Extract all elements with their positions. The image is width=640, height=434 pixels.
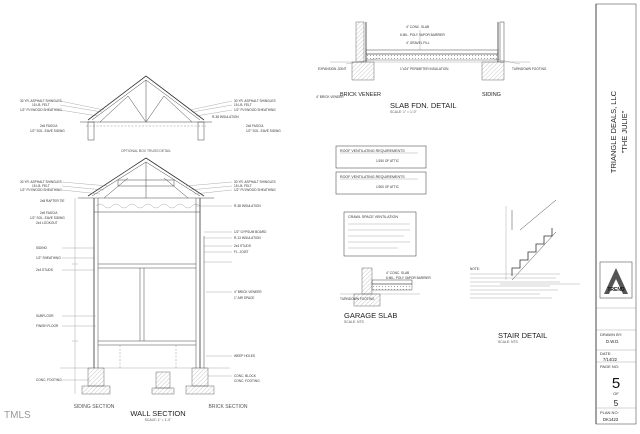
- stair-detail: NOTE: STAIR DETAIL SCALE: NTS: [470, 199, 580, 344]
- garage-slab-scale: SCALE: NTS: [344, 320, 365, 324]
- date-value: 7/14/22: [603, 357, 618, 362]
- logo: TREND: [599, 261, 633, 299]
- label-right-2: 1/2" PLYWOOD SHEATHING: [234, 108, 276, 112]
- project-name: "THE JULIE": [620, 110, 629, 153]
- garage-label-1: 6 MIL. POLY VAPOR BARRIER: [386, 276, 432, 280]
- ws-left-6: 2x8 RAFTER TIE: [40, 199, 65, 203]
- siding-section-title: SIDING SECTION: [74, 404, 115, 410]
- ws-right-9: FL. JOIST: [234, 250, 249, 254]
- siding-title: SIDING: [482, 92, 501, 98]
- wall-section-drawing: 30 YR. ASPHALT SHINGLES 15 LB. FELT 1/2"…: [20, 157, 276, 422]
- label-left-4: 1/2" SOL. EAVE SIDING: [30, 129, 65, 133]
- ws-right-1: 15 LB. FELT: [234, 184, 252, 188]
- label-left-3: 2x6 FASCIA: [40, 124, 58, 128]
- wall-section-title: WALL SECTION: [130, 409, 185, 418]
- ws-right-13: CONC. BLOCK: [234, 374, 257, 378]
- garage-label-0: 4" CONC. SLAB: [386, 271, 409, 275]
- page-no-label: PAGE NO:: [600, 364, 619, 369]
- label-left-0: 30 YR. ASPHALT SHINGLES: [20, 99, 62, 103]
- slab-label-5: TURNDOWN FOOTING: [512, 67, 547, 71]
- ws-right-12: WEEP HOLES: [234, 354, 255, 358]
- wall-section-scale: SCALE: 1" = 1'-0": [145, 418, 173, 422]
- brick-section-title: BRICK SECTION: [209, 404, 248, 410]
- roof-vent-1-formula: 1/150 OF ATTIC: [376, 159, 400, 163]
- slab-label-4: 1"x24" PERIMETER INSULATION: [400, 67, 449, 71]
- garage-slab-detail: 4" CONC. SLAB 6 MIL. POLY VAPOR BARRIER …: [340, 267, 432, 324]
- label-right-5: 1/2" SOL. EAVE SIDING: [246, 129, 281, 133]
- plan-no-label: PLAN NO:: [600, 410, 619, 415]
- ws-right-8: 2x4 STUDS: [234, 244, 251, 248]
- ws-left-4: 1/2" SOL. EAVE SIDING: [30, 216, 65, 220]
- vent-requirements: ROOF VENTILATING REQUIREMENTS 1/150 OF A…: [335, 145, 427, 257]
- crawl-space-title: CRAWL SPACE VENTILATION: [348, 215, 398, 219]
- label-right-3: R-38 INSULATION: [212, 115, 239, 119]
- ws-left-5: 2x4 LOOKOUT: [36, 221, 58, 225]
- ws-right-3: R-38 INSULATION: [234, 204, 261, 208]
- ws-left-2: 1/2" PLYWOOD SHEATHING: [20, 188, 62, 192]
- logo-text: TREND: [607, 287, 625, 293]
- label-right-1: 15 LB. FELT: [234, 103, 252, 107]
- optional-truss-title: OPTIONAL BOX TRUSS DETAIL: [121, 149, 171, 153]
- label-left-2: 1/2" PLYWOOD SHEATHING: [20, 108, 62, 112]
- label-right-4: 2x6 FASCIA: [246, 124, 264, 128]
- ws-left-9: 1/2" SHEATHING: [36, 256, 61, 260]
- stair-detail-scale: SCALE: NTS: [498, 340, 519, 344]
- roof-vent-1-title: ROOF VENTILATING REQUIREMENTS: [340, 149, 405, 153]
- ws-left-3: 2x6 FASCIA: [40, 211, 58, 215]
- title-block: TRIANGLE DEALS, LLC "THE JULIE" TREND DR…: [595, 3, 637, 425]
- garage-label-5: TURNDOWN FOOTING: [340, 297, 375, 301]
- ws-left-14: CONC. FOOTING: [36, 378, 62, 382]
- drawn-by-value: D.W.D.: [606, 339, 619, 344]
- notes-title: NOTE:: [470, 267, 480, 271]
- ws-left-0: 30 YR. ASPHALT SHINGLES: [20, 180, 62, 184]
- slab-label-2: 4" GRAVEL FILL: [406, 41, 430, 45]
- slab-label-0: 4" CONC. SLAB: [406, 25, 429, 29]
- watermark-text: TMLS: [4, 410, 31, 421]
- ws-left-10: 2x4 STUDS: [36, 268, 53, 272]
- plan-no-value: DK1423: [603, 417, 619, 422]
- slab-label-1: 6 MIL. POLY VAPOR BARRIER: [400, 33, 446, 37]
- ws-right-6: 1/2" GYPSUM BOARD: [234, 230, 267, 234]
- date-label: DATE:: [600, 351, 611, 356]
- page-total: 5: [614, 399, 619, 408]
- optional-truss-detail: OPTIONAL BOX TRUSS DETAIL 30 YR. ASPHALT…: [20, 75, 281, 153]
- ws-right-0: 30 YR. ASPHALT SHINGLES: [234, 180, 276, 184]
- slab-fdn-scale: SCALE: 1" = 1'-0": [390, 110, 418, 114]
- firm-name: TRIANGLE DEALS, LLC: [609, 90, 618, 173]
- ws-left-8: SIDING: [36, 246, 48, 250]
- ws-left-12: FINISH FLOOR: [36, 324, 59, 328]
- garage-slab-title: GARAGE SLAB: [344, 311, 397, 320]
- ws-left-1: 15 LB. FELT: [32, 184, 50, 188]
- roof-vent-2-formula: 1/300 OF ATTIC: [376, 185, 400, 189]
- label-right-0: 30 YR. ASPHALT SHINGLES: [234, 99, 276, 103]
- ws-right-14: CONC. FOOTING: [234, 379, 260, 383]
- ws-right-10: 4" BRICK VENEER: [234, 290, 262, 294]
- brick-veneer-title: BRICK VENEER: [340, 92, 381, 98]
- roof-vent-2-title: ROOF VENTILATING REQUIREMENTS: [340, 175, 405, 179]
- of-label: OF: [613, 391, 619, 396]
- label-left-1: 15 LB. FELT: [32, 103, 50, 107]
- stair-detail-title: STAIR DETAIL: [498, 331, 547, 340]
- ws-right-2: 1/2" PLYWOOD SHEATHING: [234, 188, 276, 192]
- slab-label-brick: 4" BRICK VENEER: [316, 95, 344, 99]
- page-number: 5: [612, 375, 620, 392]
- ws-left-11: SUBFLOOR: [36, 314, 54, 318]
- ws-right-7: R-13 INSULATION: [234, 236, 261, 240]
- slab-fdn-detail: 4" CONC. SLAB 6 MIL. POLY VAPOR BARRIER …: [316, 21, 547, 114]
- drawn-by-label: DRAWN BY:: [600, 332, 622, 337]
- slab-fdn-title: SLAB FDN. DETAIL: [390, 101, 457, 110]
- ws-right-11: 1" AIR SPACE: [234, 296, 254, 300]
- slab-label-3: EXPANSION JOINT: [318, 67, 347, 71]
